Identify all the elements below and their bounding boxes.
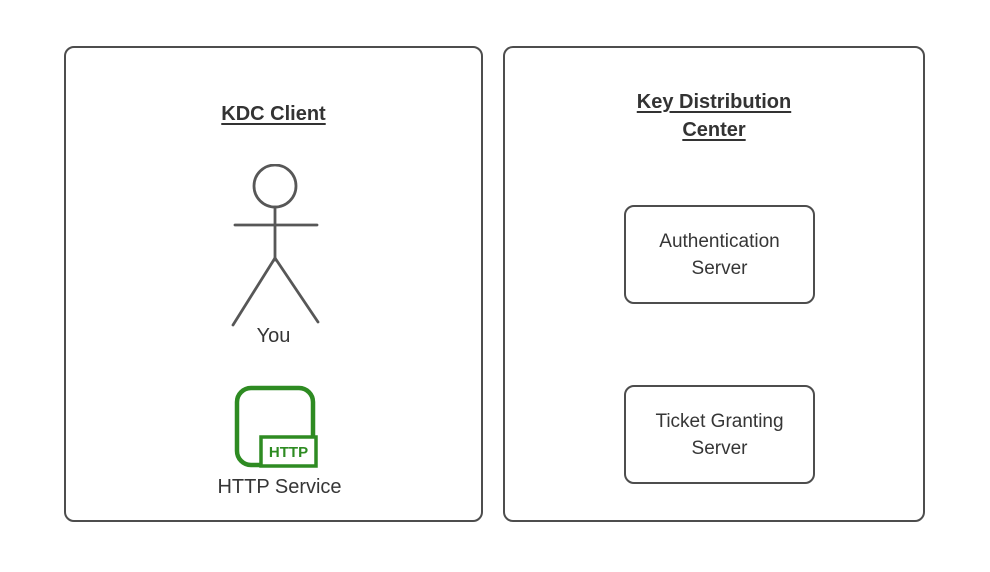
key-distribution-center-panel: Key Distribution Center Authentication S…	[503, 46, 925, 522]
http-service-icon: HTTP	[234, 385, 318, 468]
authentication-server-label: Authentication Server	[659, 230, 780, 279]
authentication-server-node: Authentication Server	[624, 205, 815, 304]
key-distribution-center-title: Key Distribution Center	[636, 91, 792, 141]
http-badge-label: HTTP	[269, 444, 308, 461]
kdc-title-wrap: Key Distribution Center	[505, 88, 923, 144]
actor-label: You	[256, 325, 291, 347]
kdc-client-panel: KDC Client You HTTP HTTP Service	[64, 46, 483, 522]
kdc-client-title: KDC Client	[221, 103, 326, 125]
http-service-label: HTTP Service	[217, 476, 342, 498]
ticket-granting-server-node: Ticket Granting Server	[624, 385, 815, 484]
person-icon	[231, 164, 320, 327]
ticket-granting-server-label: Ticket Granting Server	[655, 410, 784, 459]
